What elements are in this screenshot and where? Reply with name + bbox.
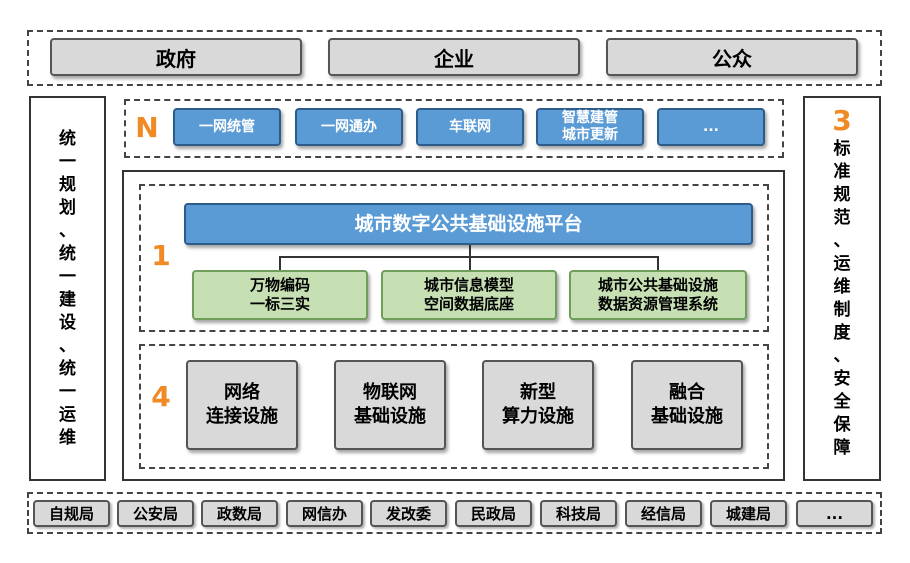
vertical-char: 运 — [833, 254, 851, 274]
platform-title: 城市数字公共基础设施平台 — [184, 203, 753, 245]
dept-civil-affairs: 民政局 — [455, 500, 532, 527]
applications-row — [124, 99, 784, 158]
vertical-char: 建 — [59, 289, 76, 310]
vertical-char: 安 — [833, 369, 851, 389]
vertical-char: 一 — [59, 381, 76, 402]
vertical-char: 、 — [59, 335, 76, 356]
infra-fusion: 融合 基础设施 — [631, 360, 743, 450]
vertical-char: 规 — [59, 174, 76, 195]
infrastructure-number: 4 — [151, 380, 171, 413]
vertical-char: 、 — [833, 346, 851, 366]
vertical-char: 、 — [833, 231, 851, 251]
vertical-char: 维 — [833, 277, 851, 297]
right-number: 3 — [832, 104, 852, 137]
vertical-char: 一 — [59, 151, 76, 172]
vertical-char: 统 — [59, 128, 76, 149]
vertical-char: 障 — [833, 438, 851, 458]
vertical-char: 标 — [833, 139, 851, 159]
vertical-char: 维 — [59, 427, 76, 448]
left-principles-panel: 统一规划、统一建设、统一运维 — [29, 96, 106, 481]
vertical-char: 规 — [833, 185, 851, 205]
stakeholder-row — [27, 30, 882, 86]
connector-left — [279, 256, 281, 270]
dept-science-tech: 科技局 — [540, 500, 617, 527]
module-coding: 万物编码 一标三实 — [192, 270, 368, 320]
dept-urban-construction: 城建局 — [710, 500, 787, 527]
connector-main — [469, 245, 471, 257]
stakeholder-enterprise: 企业 — [328, 38, 580, 76]
vertical-char: 一 — [59, 266, 76, 287]
vertical-char: 度 — [833, 323, 851, 343]
infrastructure-section — [139, 344, 769, 469]
dept-data-bureau: 政数局 — [201, 500, 278, 527]
dept-cyberspace: 网信办 — [286, 500, 363, 527]
vertical-char: 准 — [833, 162, 851, 182]
vertical-char: 统 — [59, 358, 76, 379]
vertical-char: 划 — [59, 197, 76, 218]
core-frame — [122, 170, 785, 481]
app-unified-services: 一网通办 — [295, 108, 403, 146]
applications-number: N — [135, 111, 159, 144]
module-cim: 城市信息模型 空间数据底座 — [381, 270, 557, 320]
vertical-char: 统 — [59, 243, 76, 264]
dept-economy-info: 经信局 — [625, 500, 702, 527]
app-unified-management: 一网统管 — [173, 108, 281, 146]
stakeholder-public: 公众 — [606, 38, 858, 76]
vertical-char: 全 — [833, 392, 851, 412]
vertical-char: 制 — [833, 300, 851, 320]
connector-right — [657, 256, 659, 270]
vertical-char: 范 — [833, 208, 851, 228]
vertical-char: 保 — [833, 415, 851, 435]
app-vehicle-network: 车联网 — [416, 108, 524, 146]
departments-row — [27, 492, 882, 534]
vertical-char: 运 — [59, 404, 76, 425]
dept-planning: 自规局 — [33, 500, 110, 527]
right-guarantee-text: 标准规范、运维制度、安全保障 — [805, 138, 879, 460]
app-smart-construction: 智慧建管 城市更新 — [536, 108, 644, 146]
platform-section — [139, 184, 769, 332]
dept-public-security: 公安局 — [117, 500, 194, 527]
module-resource-system: 城市公共基础设施 数据资源管理系统 — [569, 270, 747, 320]
dept-more: ... — [796, 500, 873, 527]
right-guarantee-panel: 3 标准规范、运维制度、安全保障 — [803, 96, 881, 481]
vertical-char: 、 — [59, 220, 76, 241]
dept-development-reform: 发改委 — [370, 500, 447, 527]
app-more: ... — [657, 108, 765, 146]
stakeholder-government: 政府 — [50, 38, 302, 76]
infra-iot: 物联网 基础设施 — [334, 360, 446, 450]
vertical-char: 设 — [59, 312, 76, 333]
infra-network: 网络 连接设施 — [186, 360, 298, 450]
platform-number: 1 — [151, 239, 171, 272]
infra-computing: 新型 算力设施 — [482, 360, 594, 450]
connector-middle — [469, 256, 471, 270]
left-principles-text: 统一规划、统一建设、统一运维 — [59, 128, 76, 450]
